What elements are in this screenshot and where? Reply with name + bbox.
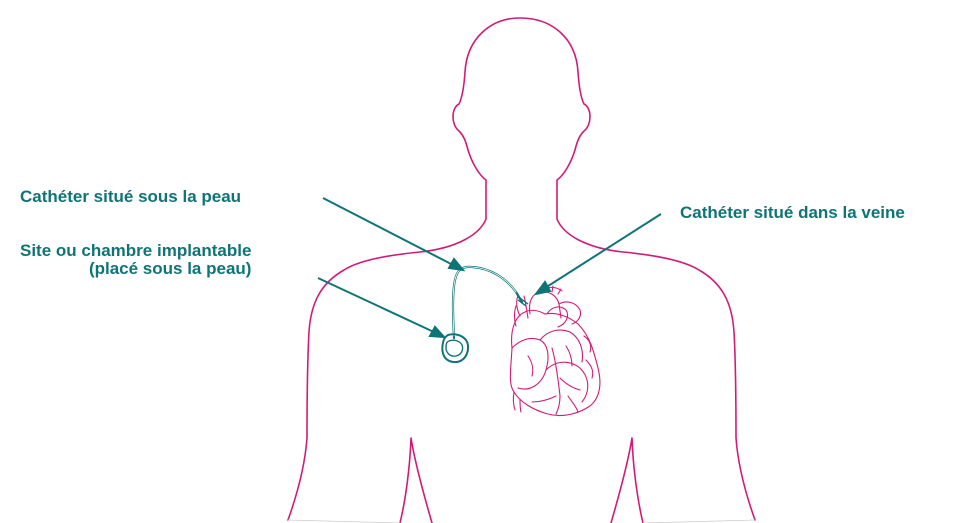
catheter-under-skin-highlight: [453, 267, 516, 336]
label-port-line1: Site ou chambre implantable: [20, 242, 251, 260]
arrowhead-catheter-under-skin: [449, 259, 463, 270]
label-catheter-under-skin: Cathéter situé sous la peau: [20, 188, 241, 206]
implantable-port-icon: [442, 334, 468, 362]
arrow-port: [318, 278, 436, 333]
label-port-line2: (placé sous la peau): [20, 260, 251, 278]
arrowhead-port: [430, 327, 444, 337]
arrowhead-catheter-in-vein: [536, 282, 550, 294]
arrow-catheter-in-vein: [545, 214, 661, 288]
label-catheter-in-vein: Cathéter situé dans la veine: [680, 204, 905, 222]
body-outline: [288, 18, 755, 523]
leader-lines: [318, 198, 661, 337]
heart-icon: [510, 286, 600, 416]
catheter-under-skin: [453, 267, 522, 338]
label-port: Site ou chambre implantable (placé sous …: [20, 242, 251, 278]
